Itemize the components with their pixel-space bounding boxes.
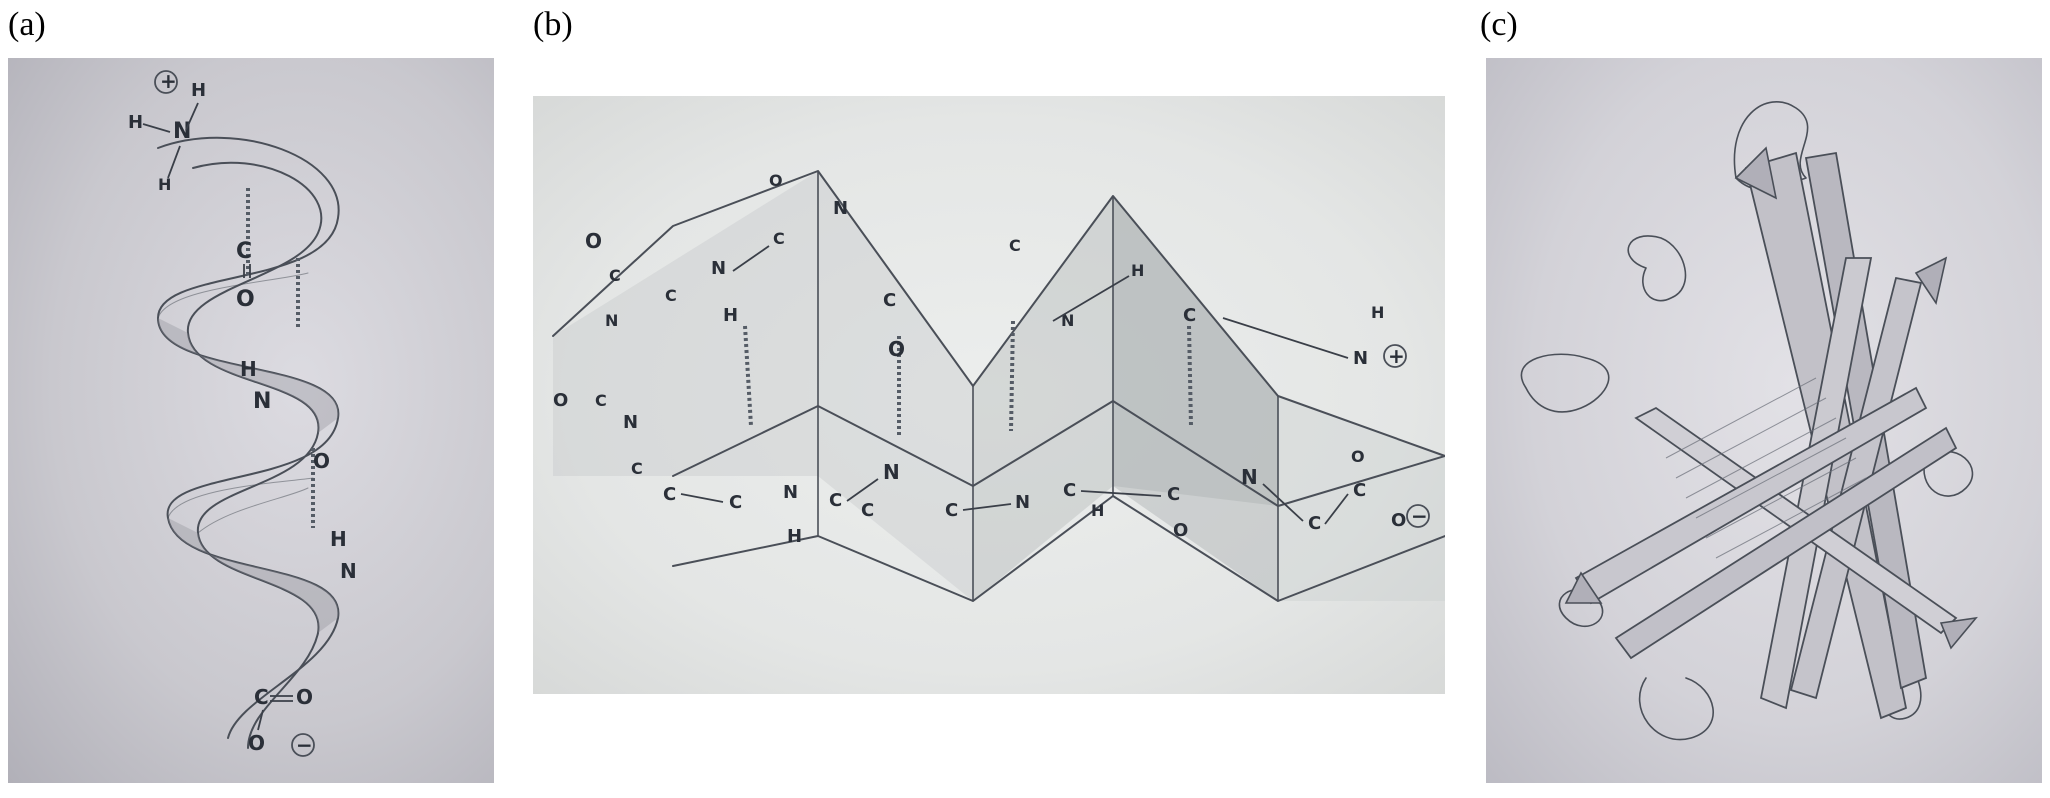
sheet-top-n3: N	[833, 198, 848, 219]
sheet-bot-n4: N	[1015, 492, 1030, 513]
sheet-top-c2: C	[665, 286, 677, 305]
sheet-bot-n2: N	[783, 482, 798, 503]
helix-atom-n2: N	[253, 389, 271, 414]
sheet-top-n2: N	[605, 311, 618, 330]
sheet-bot-c4: C	[729, 492, 742, 513]
protein-cartoon-sketch	[1486, 58, 2042, 783]
sheet-top-o3: O	[888, 337, 905, 361]
sheet-top-c1: C	[609, 266, 621, 285]
panel-label-b: (b)	[533, 6, 573, 43]
sheet-bot-n5: N	[1241, 465, 1258, 489]
helix-atom-c1: C	[236, 239, 252, 264]
sheet-bot-c1: C	[595, 391, 607, 410]
sheet-bot-c8: C	[1063, 480, 1076, 501]
helix-atom-o4: O	[248, 731, 265, 755]
sheet-top-o1: O	[585, 229, 602, 253]
protein-cartoon-drawing	[1520, 101, 1978, 741]
sheet-top-h1: H	[723, 305, 738, 326]
panel-label-c: (c)	[1480, 6, 1518, 43]
sheet-top-n5: N	[1353, 348, 1368, 369]
sheet-bot-c6: C	[861, 500, 874, 521]
sheet-bot-c10: C	[1308, 513, 1321, 534]
alpha-helix-drawing: + H H N H C O H N O H N C O O −	[128, 69, 357, 757]
sheet-charge-plus: +	[1388, 344, 1405, 368]
sheet-top-n4: N	[1061, 311, 1074, 330]
helix-charge-minus: −	[296, 733, 313, 757]
beta-sheet-sketch: O C N C H N C O N C O C N H C N H + O C …	[533, 96, 1445, 694]
sheet-top-c6: C	[1183, 305, 1196, 326]
sheet-top-o2: O	[769, 171, 783, 190]
helix-atom-c2: C	[254, 685, 269, 709]
helix-atom-h2: H	[128, 112, 143, 133]
beta-sheet-drawing: O C N C H N C O N C O C N H C N H + O C …	[552, 170, 1445, 602]
sheet-top-h2: H	[1131, 261, 1144, 280]
sheet-charge-minus: −	[1411, 504, 1428, 528]
helix-atom-h5: H	[330, 527, 347, 551]
sheet-bot-c11: C	[1353, 480, 1366, 501]
sheet-bot-c7: C	[945, 500, 958, 521]
panel-label-a: (a)	[8, 6, 46, 43]
sheet-bot-h2: H	[1091, 501, 1104, 520]
helix-atom-o3: O	[296, 685, 313, 709]
helix-atom-h3: H	[158, 175, 171, 194]
sheet-bot-c9: C	[1167, 484, 1180, 505]
sheet-bot-c5: C	[829, 490, 842, 511]
helix-atom-h1: H	[191, 80, 206, 101]
sheet-bot-h1: H	[787, 526, 802, 547]
sheet-top-h3: H	[1371, 303, 1384, 322]
sheet-bot-o4: O	[1391, 510, 1406, 531]
beta-strand-arrows	[1564, 146, 1978, 720]
helix-charge-plus: +	[160, 69, 177, 93]
sheet-top-c3: C	[773, 229, 785, 248]
sheet-bot-c3: C	[663, 484, 676, 505]
sheet-top-n1: N	[711, 258, 726, 279]
sheet-bot-c2: C	[631, 459, 643, 478]
sheet-top-c4: C	[883, 290, 896, 311]
sheet-bot-n3: N	[883, 460, 900, 484]
helix-atom-h4: H	[240, 357, 257, 381]
sheet-bot-o1: O	[553, 390, 568, 411]
alpha-helix-sketch: + H H N H C O H N O H N C O O −	[8, 58, 494, 783]
sheet-bot-n1: N	[623, 412, 638, 433]
helix-atom-n1: N	[173, 119, 191, 144]
sheet-bot-o2: O	[1173, 520, 1188, 541]
sheet-bot-o3: O	[1351, 447, 1365, 466]
helix-atom-o1: O	[236, 287, 255, 312]
helix-atom-o2: O	[313, 449, 330, 473]
sheet-top-c5: C	[1009, 236, 1021, 255]
helix-atom-n3: N	[340, 559, 357, 583]
